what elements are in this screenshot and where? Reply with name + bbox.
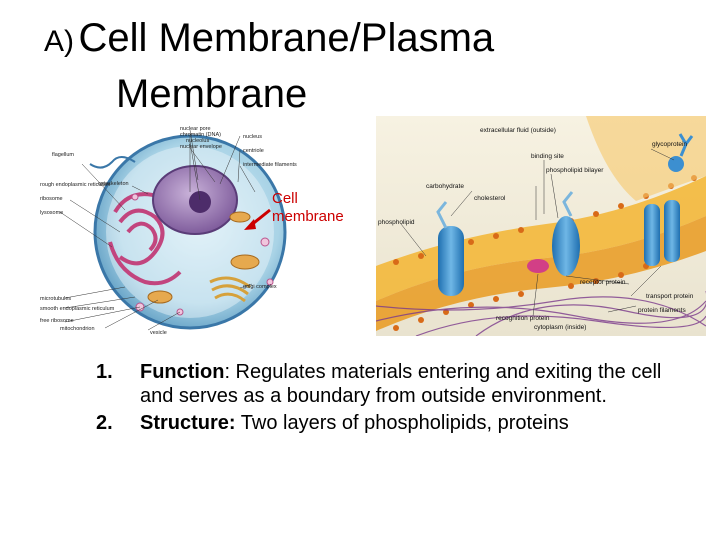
- label-rough-er: rough endoplasmic reticulum: [40, 182, 111, 188]
- label-nucleus: nucleus: [243, 134, 262, 140]
- label-phospholipid-bilayer: phospholipid bilayer: [546, 167, 604, 174]
- list-number: 2.: [96, 412, 113, 434]
- callout-line-2: membrane: [272, 208, 344, 225]
- label-cytoskeleton: cytoskeleton: [98, 181, 129, 187]
- label-microtubules: microtubules: [40, 296, 71, 302]
- glycoprotein-graphic: [678, 133, 694, 157]
- slide-title: A) Cell Membrane/Plasma Membrane: [44, 16, 495, 114]
- protein-filaments-graphic: [376, 291, 706, 336]
- list-term: Function: [140, 361, 225, 383]
- label-cholesterol: cholesterol: [474, 195, 506, 202]
- bilayer-lower: [376, 216, 706, 331]
- label-centriole: centriole: [243, 148, 264, 154]
- label-chromatin: chromatin (DNA): [180, 132, 221, 138]
- cell-leader-lines: [59, 129, 256, 331]
- label-golgi: golgi complex: [243, 284, 277, 290]
- label-nuclear-envelope: nuclear envelope: [180, 144, 222, 150]
- label-flagellum: flagellum: [52, 152, 74, 158]
- label-glycoprotein: glycoprotein: [652, 141, 687, 148]
- cell-membrane-callout: Cell membrane: [272, 190, 344, 226]
- outside-membrane-fill: [586, 116, 706, 201]
- list-item: 1. Function: Regulates materials enterin…: [96, 360, 696, 408]
- title-main: Cell Membrane/Plasma: [78, 16, 495, 60]
- list-term: Structure:: [140, 412, 236, 434]
- label-receptor-protein: receptor protein: [580, 279, 626, 286]
- glycoprotein-head: [668, 156, 684, 172]
- label-nuclear-pore: nuclear pore: [180, 126, 211, 132]
- label-extracellular: extracellular fluid (outside): [480, 127, 556, 134]
- animal-cell-diagram: nuclear pore chromatin (DNA) nucleolus n…: [40, 126, 297, 336]
- list-text: Function: Regulates materials entering a…: [140, 360, 696, 408]
- label-phospholipid: phospholipid: [378, 219, 415, 226]
- protein-graphic-center: [552, 216, 580, 276]
- cell-membrane-arrow-head: [244, 219, 256, 230]
- vesicles-graphic: [131, 193, 274, 316]
- title-line2: Membrane: [116, 72, 308, 116]
- list-description: Two layers of phospholipids, proteins: [235, 412, 569, 434]
- receptor-protein-graphic: [438, 226, 464, 296]
- golgi-graphic: [209, 276, 251, 303]
- label-intermediate-filaments: intermediate filaments: [243, 162, 297, 168]
- list-text: Structure: Two layers of phospholipids, …: [140, 411, 569, 435]
- flagellum-graphic: [89, 156, 136, 169]
- nucleolus-graphic: [189, 191, 211, 213]
- label-vesicle: vesicle: [150, 330, 167, 336]
- list-separator: :: [224, 361, 230, 383]
- title-prefix: A): [44, 25, 74, 58]
- membrane-facts-list: 1. Function: Regulates materials enterin…: [96, 360, 696, 438]
- channel-protein-left: [644, 204, 660, 266]
- label-transport-protein: transport protein: [646, 293, 694, 300]
- recognition-protein-graphic: [527, 259, 549, 273]
- label-carbohydrate: carbohydrate: [426, 183, 464, 190]
- list-number: 1.: [96, 361, 113, 383]
- label-recognition-protein: recognition protein: [496, 315, 550, 322]
- label-protein-filaments: protein filaments: [638, 307, 686, 314]
- label-binding-site: binding site: [531, 153, 564, 160]
- label-cytoplasm: cytoplasm (inside): [534, 324, 586, 331]
- label-free-ribosome: free ribosome: [40, 318, 74, 324]
- label-smooth-er: smooth endoplasmic reticulum: [40, 306, 115, 312]
- label-nucleolus: nucleolus: [186, 138, 209, 144]
- callout-line-1: Cell: [272, 190, 298, 207]
- label-ribosome: ribosome: [40, 196, 63, 202]
- membrane-leader-lines: [400, 148, 675, 317]
- mitochondria-graphic: [147, 211, 260, 304]
- label-mitochondrion: mitochondrion: [60, 326, 95, 332]
- label-lysosome: lysosome: [40, 210, 63, 216]
- channel-protein-right: [664, 200, 680, 262]
- carbohydrate-chains: [436, 191, 574, 229]
- list-description: Regulates materials entering and exiting…: [140, 361, 662, 407]
- list-item: 2. Structure: Two layers of phospholipid…: [96, 411, 696, 435]
- membrane-bilayer-diagram: extracellular fluid (outside) glycoprote…: [376, 116, 706, 336]
